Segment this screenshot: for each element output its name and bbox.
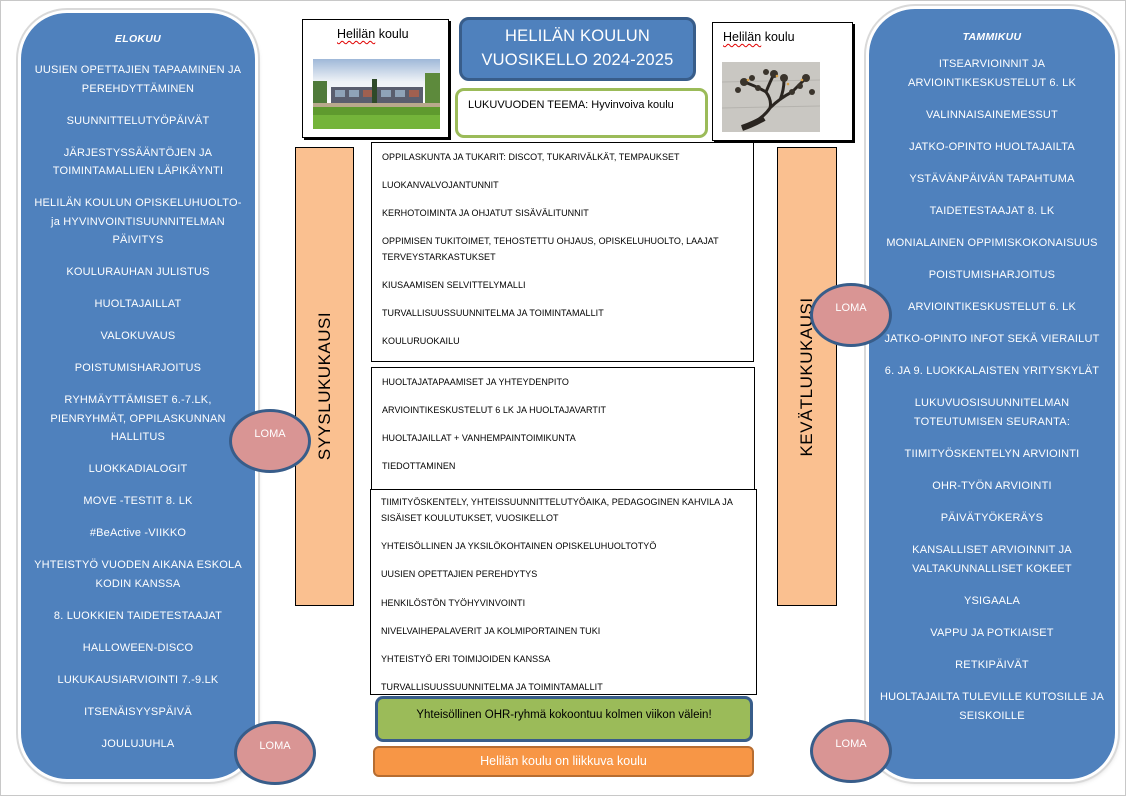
autumn-event-item: JOULUJUHLA bbox=[101, 737, 175, 750]
autumn-event-item: SUUNNITTELUTYÖPÄIVÄT bbox=[66, 114, 210, 127]
holiday-oval: LOMA bbox=[810, 283, 892, 347]
autumn-month-panel: ELOKUU UUSIEN OPETTAJIEN TAPAAMINEN JA P… bbox=[21, 13, 255, 779]
autumn-events-list: UUSIEN OPETTAJIEN TAPAAMINEN JA PEREHDYT… bbox=[21, 61, 255, 767]
spring-event-item: POISTUMISHARJOITUS bbox=[928, 269, 1056, 282]
holiday-oval: LOMA bbox=[229, 409, 311, 473]
artwork-photo-box: Helilän koulu bbox=[712, 22, 853, 141]
spring-event-item: ITSEARVIOINNIT JA ARVIOINTIKESKUSTELUT 6… bbox=[907, 58, 1076, 89]
spring-events-list: ITSEARVIOINNIT JA ARVIOINTIKESKUSTELUT 6… bbox=[869, 55, 1115, 739]
autumn-event-item: KOULURAUHAN JULISTUS bbox=[66, 266, 210, 278]
autumn-event-item: ITSENÄISYYSPÄIVÄ bbox=[84, 705, 192, 718]
students-activity-item: KOULURUOKAILU bbox=[382, 336, 460, 346]
spring-event-item: ARVIOINTIKESKUSTELUT 6. LK bbox=[907, 301, 1076, 314]
staff-activity-item: TURVALLISUUSSUUNNITELMA JA TOIMINTAMALLI… bbox=[381, 682, 603, 693]
guardians-activities-box: HUOLTAJATAPAAMISET JA YHTEYDENPITO ARVIOI… bbox=[371, 367, 755, 491]
spring-event-item: RETKIPÄIVÄT bbox=[955, 659, 1029, 672]
month-title-tammikuu: TAMMIKUU bbox=[962, 31, 1022, 43]
students-activities-box: OPPILASKUNTA JA TUKARIT: DISCOT, TUKARIV… bbox=[371, 142, 754, 362]
students-activity-item: OPPILASKUNTA JA TUKARIT: DISCOT, TUKARIV… bbox=[382, 152, 680, 162]
spring-event-item: MONIALAINEN OPPIMISKOKONAISUUS bbox=[886, 236, 1098, 249]
autumn-event-item: 8. LUOKKIEN TAIDETESTAAJAT bbox=[53, 609, 223, 622]
guardians-activity-item: TIEDOTTAMINEN bbox=[382, 461, 456, 471]
spring-event-item: HUOLTAJAILTA TULEVILLE KUTOSILLE JA SEIS… bbox=[879, 691, 1105, 722]
autumn-event-item: RYHMÄYTTÄMISET 6.-7.LK, PIENRYHMÄT, OPPI… bbox=[50, 394, 226, 443]
students-activity-item: KERHOTOIMINTA JA OHJATUT SISÄVÄLITUNNIT bbox=[382, 208, 589, 218]
holiday-oval: LOMA bbox=[234, 721, 316, 785]
year-theme-box: LUKUVUODEN TEEMA: Hyvinvoiva koulu bbox=[455, 88, 708, 138]
staff-activity-item: YHTEISÖLLINEN JA YKSILÖKOHTAINEN OPISKEL… bbox=[381, 541, 657, 552]
spring-event-item: 6. JA 9. LUOKKALAISTEN YRITYSKYLÄT bbox=[884, 365, 1100, 378]
autumn-event-item: HUOLTAJAILLAT bbox=[94, 298, 182, 310]
guardians-activity-item: ARVIOINTIKESKUSTELUT 6 LK JA HUOLTAJAVAR… bbox=[382, 405, 607, 415]
staff-activity-item: YHTEISTYÖ ERI TOIMIJOIDEN KANSSA bbox=[381, 653, 551, 664]
autumn-event-item: HELILÄN KOULUN OPISKELUHUOLTO- ja HYVINV… bbox=[34, 197, 242, 246]
autumn-event-item: VALOKUVAUS bbox=[100, 330, 176, 342]
spring-event-item: TAIDETESTAAJAT 8. LK bbox=[929, 204, 1055, 217]
autumn-event-item: LUOKKADIALOGIT bbox=[88, 463, 188, 475]
spring-event-item: VALINNAISAINEMESSUT bbox=[926, 108, 1058, 121]
students-activity-item: OPPIMISEN TUKITOIMET, TEHOSTETTU OHJAUS,… bbox=[382, 236, 719, 262]
school-building-photo bbox=[313, 59, 440, 129]
spring-event-item: JATKO-OPINTO HUOLTAJAILTA bbox=[909, 140, 1075, 153]
spring-semester-bar: KEVÄTLUKUKAUSI bbox=[777, 147, 837, 606]
autumn-event-item: #BeActive -VIIKKO bbox=[89, 527, 187, 539]
staff-activities-box: TIIMITYÖSKENTELY, YHTEISSUUNNITTELUTYÖAI… bbox=[370, 489, 757, 695]
bonsai-tree-artwork-photo bbox=[722, 62, 820, 132]
school-photo-box: Helilän koulu bbox=[302, 19, 449, 138]
autumn-event-item: UUSIEN OPETTAJIEN TAPAAMINEN JA PEREHDYT… bbox=[34, 64, 242, 95]
spring-month-panel: TAMMIKUU ITSEARVIOINNIT JA ARVIOINTIKESK… bbox=[869, 9, 1115, 779]
students-activity-item: TURVALLISUUSSUUNNITELMA JA TOIMINTAMALLI… bbox=[382, 308, 604, 318]
ohr-group-banner: Yhteisöllinen OHR-ryhmä kokoontuu kolmen… bbox=[375, 696, 753, 742]
guardians-activity-item: HUOLTAJATAPAAMISET JA YHTEYDENPITO bbox=[382, 377, 569, 387]
guardians-activity-item: HUOLTAJAILLAT + VANHEMPAINTOIMIKUNTA bbox=[382, 433, 576, 443]
staff-activity-item: UUSIEN OPETTAJIEN PEREHDYTYS bbox=[381, 569, 538, 580]
spring-event-item: OHR-TYÖN ARVIOINTI bbox=[932, 480, 1052, 493]
month-title-elokuu: ELOKUU bbox=[114, 33, 162, 45]
spring-event-item: YSIGAALA bbox=[963, 594, 1020, 607]
spring-event-item: YSTÄVÄNPÄIVÄN TAPAHTUMA bbox=[909, 172, 1075, 185]
autumn-event-item: POISTUMISHARJOITUS bbox=[74, 362, 202, 374]
staff-activity-item: NIVELVAIHEPALAVERIT JA KOLMIPORTAINEN TU… bbox=[381, 625, 601, 636]
staff-activity-item: TIIMITYÖSKENTELY, YHTEISSUUNNITTELUTYÖAI… bbox=[381, 497, 733, 523]
students-activity-item: LUOKANVALVOJANTUNNIT bbox=[382, 180, 499, 190]
autumn-semester-bar: SYYSLUKUKAUSI bbox=[295, 147, 354, 606]
autumn-event-item: MOVE -TESTIT 8. LK bbox=[83, 495, 193, 507]
photo-caption: Helilän koulu bbox=[723, 30, 795, 44]
active-school-banner: Helilän koulu on liikkuva koulu bbox=[373, 746, 754, 777]
autumn-event-item: YHTEISTYÖ VUODEN AIKANA ESKOLA KODIN KAN… bbox=[34, 559, 242, 590]
autumn-event-item: HALLOWEEN-DISCO bbox=[82, 641, 194, 654]
autumn-event-item: LUKUKAUSIARVIOINTI 7.-9.LK bbox=[57, 673, 219, 686]
spring-event-item: KANSALLISET ARVIOINNIT JA VALTAKUNNALLIS… bbox=[912, 544, 1072, 575]
spring-event-item: TIIMITYÖSKENTELYN ARVIOINTI bbox=[904, 448, 1080, 461]
page-title: HELILÄN KOULUN VUOSIKELLO 2024-2025 bbox=[459, 17, 696, 81]
spring-event-item: VAPPU JA POTKIAISET bbox=[930, 627, 1054, 639]
photo-caption: Helilän koulu bbox=[337, 27, 409, 41]
holiday-oval: LOMA bbox=[810, 719, 892, 783]
spring-event-item: JATKO-OPINTO INFOT SEKÄ VIERAILUT bbox=[884, 333, 1100, 346]
spring-event-item: PÄIVÄTYÖKERÄYS bbox=[940, 512, 1044, 525]
autumn-semester-label: SYYSLUKUKAUSI bbox=[314, 311, 334, 460]
students-activity-item: KIUSAAMISEN SELVITTELYMALLI bbox=[382, 280, 526, 290]
staff-activity-item: HENKILÖSTÖN TYÖHYVINVOINTI bbox=[381, 597, 526, 608]
spring-event-item: LUKUVUOSISUUNNITELMAN TOTEUTUMISEN SEURA… bbox=[913, 397, 1071, 428]
autumn-event-item: JÄRJESTYSSÄÄNTÖJEN JA TOIMINTAMALLIEN LÄ… bbox=[52, 146, 224, 178]
